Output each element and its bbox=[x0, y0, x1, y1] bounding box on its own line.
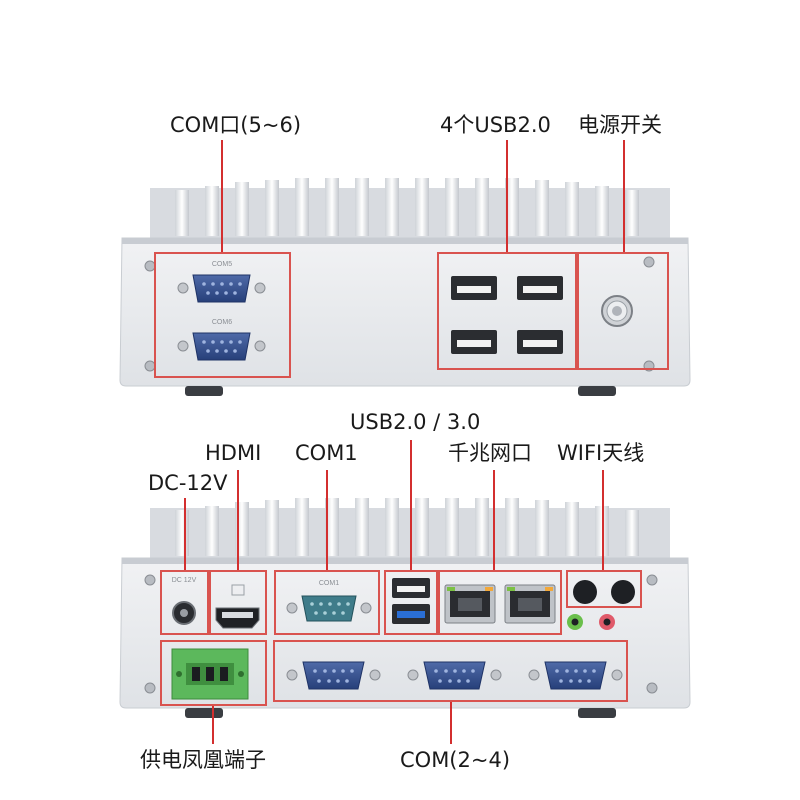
label-wifi: WIFI天线 bbox=[557, 441, 645, 465]
leader-power bbox=[623, 140, 625, 252]
phoenix-power-terminal[interactable] bbox=[171, 648, 249, 700]
label-usb-top: 4个USB2.0 bbox=[440, 113, 551, 137]
leader-usb-top bbox=[506, 140, 508, 252]
label-dc-12v: DC-12V bbox=[148, 471, 228, 495]
audio-line-out-jack[interactable] bbox=[567, 614, 583, 630]
power-switch-button[interactable] bbox=[601, 295, 633, 327]
usb2-port[interactable] bbox=[392, 578, 430, 598]
top-foot-right bbox=[578, 386, 616, 396]
top-foot-left bbox=[185, 386, 223, 396]
top-heatsink-fins bbox=[150, 178, 670, 238]
leader-wifi bbox=[602, 470, 604, 570]
com1-port[interactable] bbox=[286, 595, 372, 622]
top-com5-port[interactable] bbox=[177, 274, 266, 303]
callout-box-com1 bbox=[274, 570, 380, 635]
leader-lan bbox=[493, 470, 495, 570]
callout-box-power bbox=[577, 252, 669, 370]
leader-hdmi bbox=[237, 470, 239, 570]
label-lan: 千兆网口 bbox=[448, 441, 532, 465]
top-com5-silkscreen: COM5 bbox=[212, 261, 232, 268]
callout-box-wifi bbox=[566, 570, 642, 608]
label-com1: COM1 bbox=[295, 441, 358, 465]
bottom-foot-left bbox=[185, 708, 223, 718]
leader-usb-mix bbox=[410, 440, 412, 570]
wifi-antenna-hole-2[interactable] bbox=[611, 580, 635, 604]
callout-box-phoenix bbox=[160, 640, 267, 706]
leader-com56 bbox=[221, 140, 223, 252]
screw bbox=[646, 682, 658, 694]
dc-12v-jack[interactable] bbox=[172, 601, 196, 625]
leader-dc bbox=[184, 498, 186, 570]
screw bbox=[144, 682, 156, 694]
usb3-port[interactable] bbox=[392, 604, 430, 624]
label-usb-mix: USB2.0 / 3.0 bbox=[350, 410, 481, 434]
callout-box-usb-top bbox=[437, 252, 577, 370]
callout-box-com24 bbox=[273, 640, 628, 702]
top-com6-silkscreen: COM6 bbox=[212, 319, 232, 326]
screw bbox=[144, 574, 156, 586]
bottom-foot-right bbox=[578, 708, 616, 718]
wifi-antenna-hole-1[interactable] bbox=[573, 580, 597, 604]
callout-box-hdmi bbox=[209, 570, 267, 635]
com1-silkscreen: COM1 bbox=[319, 580, 339, 587]
audio-mic-jack[interactable] bbox=[599, 614, 615, 630]
screw bbox=[643, 256, 655, 268]
label-phoenix-terminal: 供电凤凰端子 bbox=[140, 748, 266, 772]
callout-box-com56 bbox=[154, 252, 291, 378]
screw bbox=[646, 574, 658, 586]
leader-phoenix bbox=[212, 706, 214, 744]
label-com24: COM(2~4) bbox=[400, 748, 511, 772]
lan-port-1[interactable] bbox=[444, 584, 496, 624]
hdmi-logo bbox=[231, 584, 245, 596]
dc-silkscreen: DC 12V bbox=[172, 577, 197, 584]
hdmi-port[interactable] bbox=[215, 607, 260, 629]
leader-com1 bbox=[326, 470, 328, 570]
lan-port-2[interactable] bbox=[504, 584, 556, 624]
callout-box-lan bbox=[438, 570, 562, 635]
callout-box-usb-mix bbox=[384, 570, 438, 635]
callout-box-dc bbox=[160, 570, 209, 635]
top-com6-port[interactable] bbox=[177, 332, 266, 361]
label-hdmi: HDMI bbox=[205, 441, 262, 465]
leader-com24 bbox=[450, 702, 452, 744]
label-power-switch: 电源开关 bbox=[578, 113, 662, 137]
label-com56: COM口(5~6) bbox=[170, 113, 302, 137]
